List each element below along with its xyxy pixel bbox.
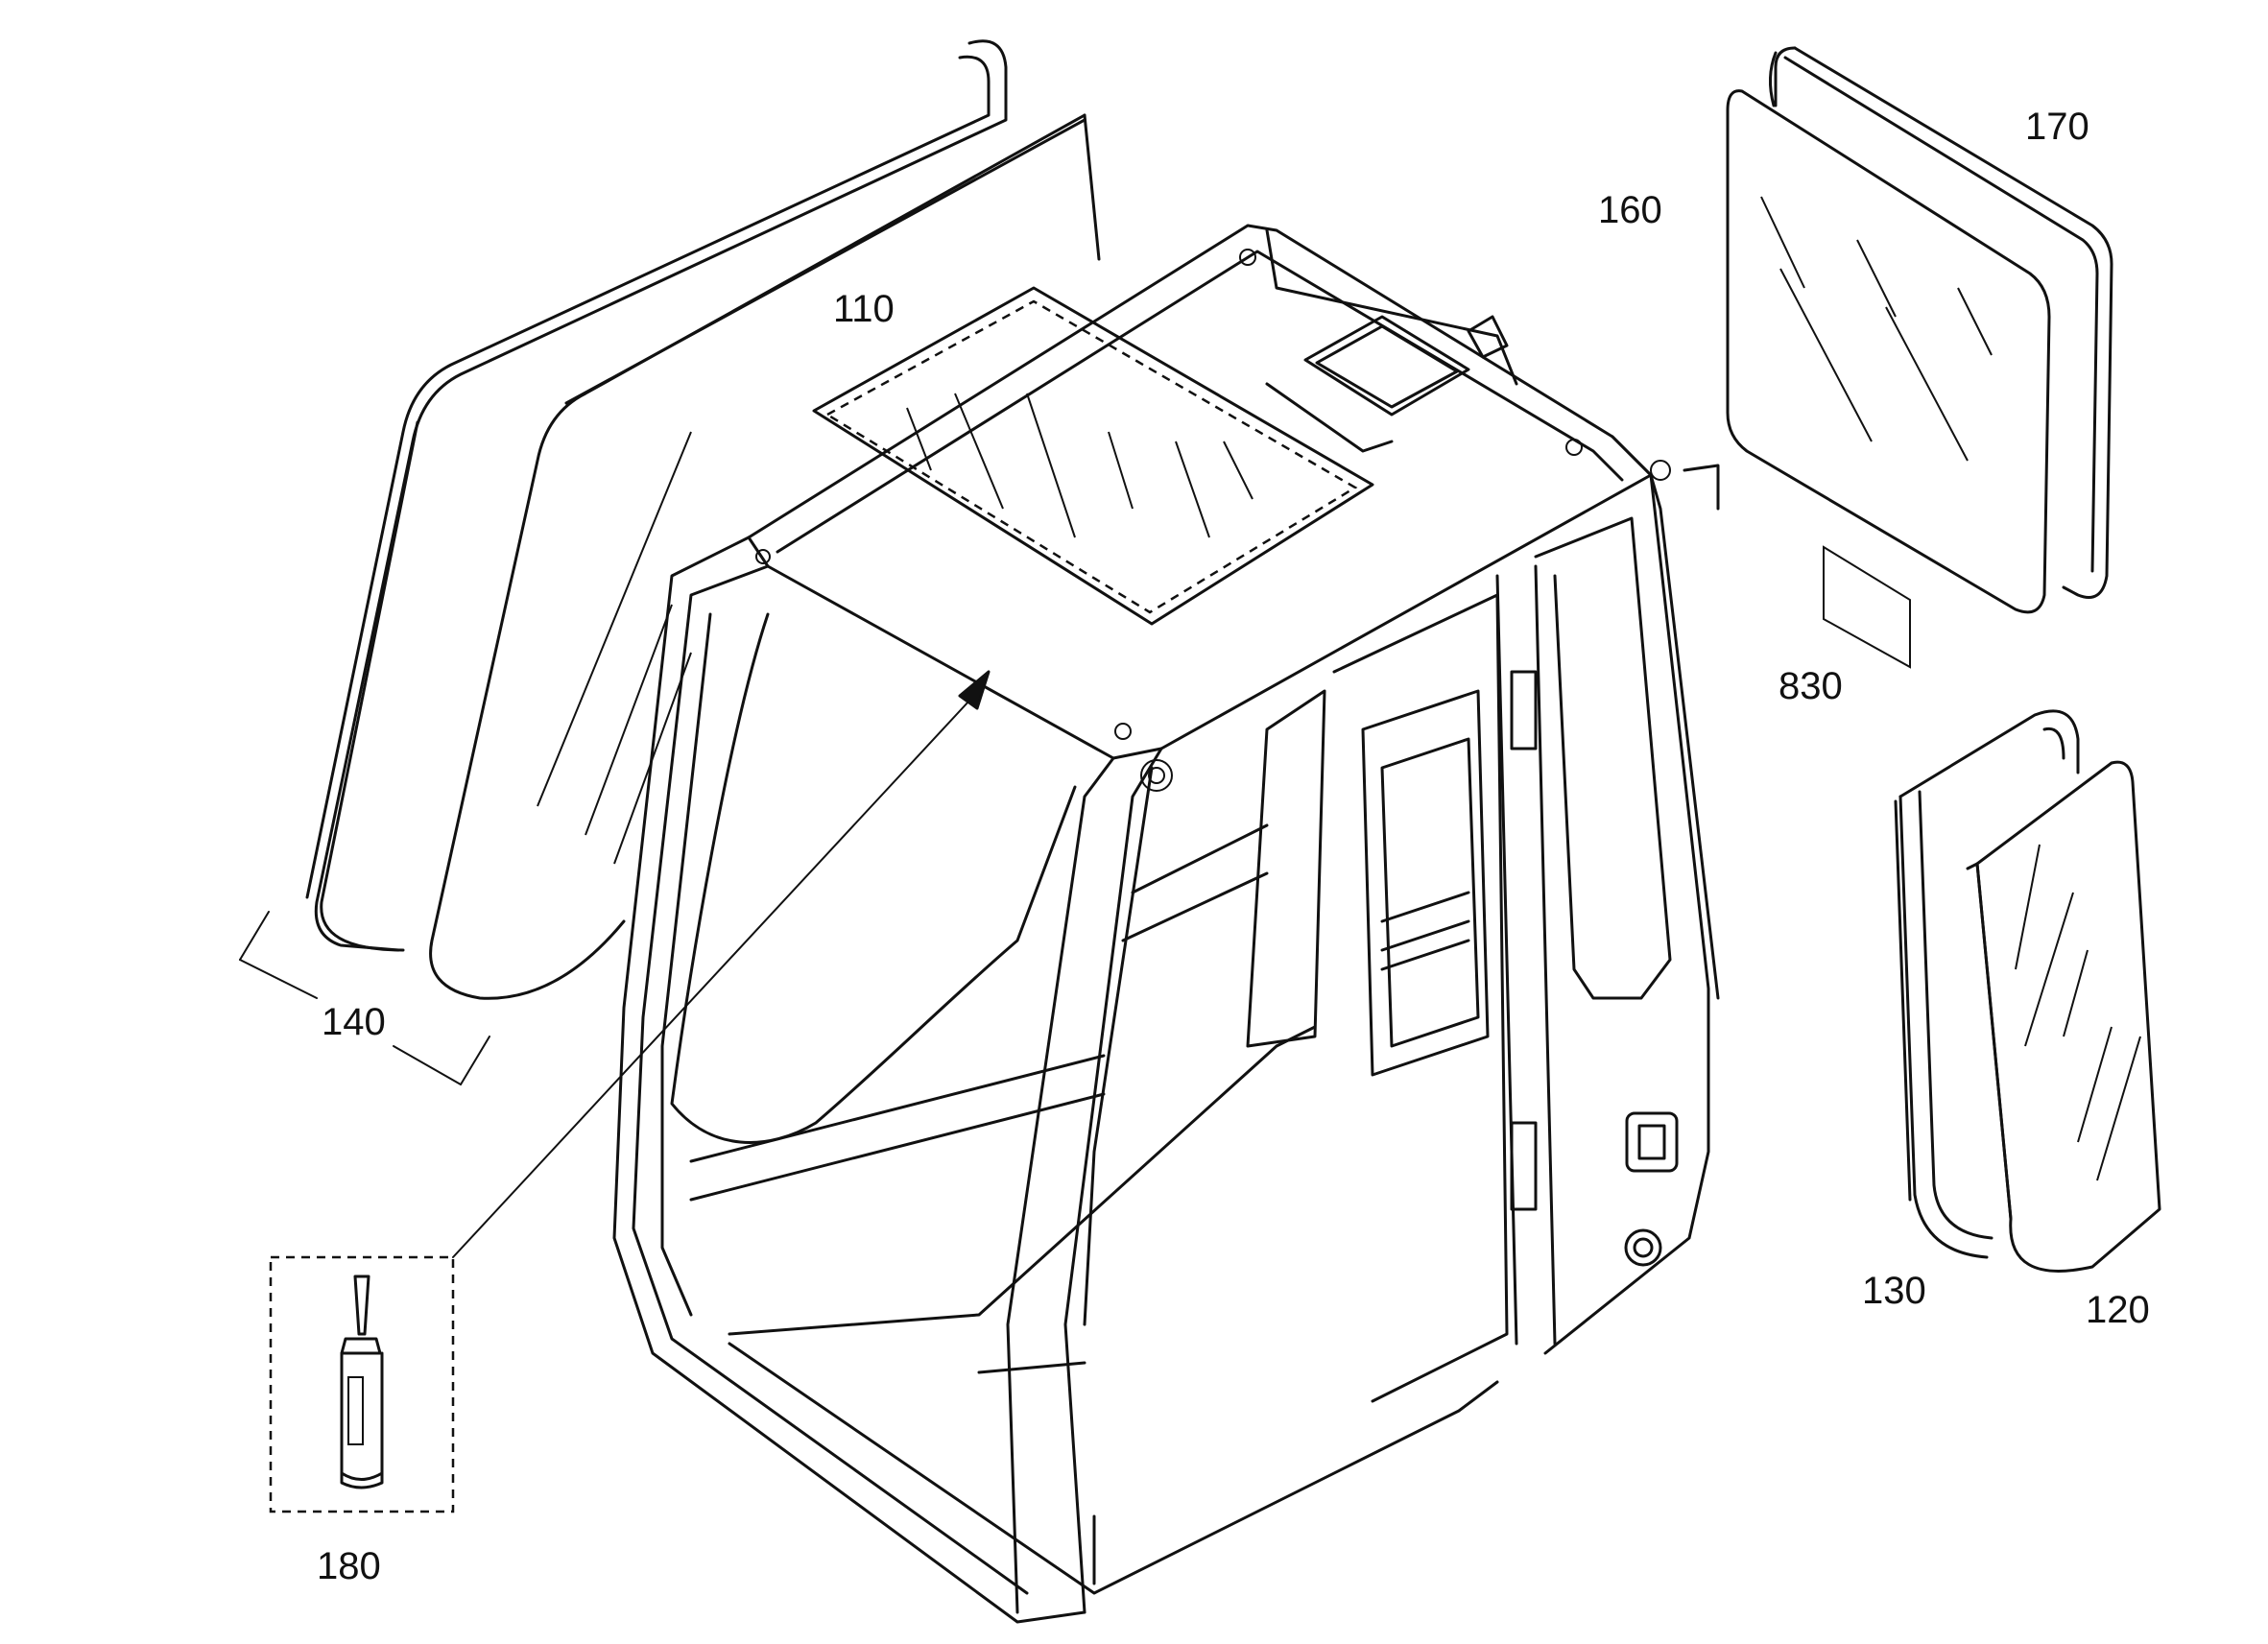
label-140: 140	[322, 1001, 386, 1043]
rear-glass-120	[1966, 760, 2161, 1273]
label-110: 110	[833, 288, 895, 330]
part-labels: 110 120 130 140 160 170 180 830	[317, 106, 2150, 1587]
label-160: 160	[1598, 189, 1662, 231]
side-seal-170	[1769, 46, 2113, 599]
label-120: 120	[2086, 1289, 2150, 1331]
rear-seal-130	[1894, 709, 2080, 1259]
cab-frame	[612, 224, 1720, 1624]
sticker-830	[1823, 545, 1911, 669]
front-glass-140	[239, 39, 1101, 1085]
label-130: 130	[1862, 1270, 1926, 1312]
label-180: 180	[317, 1545, 381, 1587]
side-glass-160	[1726, 89, 2051, 614]
sealant-tube-180	[269, 670, 991, 1513]
label-830: 830	[1779, 665, 1843, 707]
label-170: 170	[2025, 106, 2089, 148]
roof-glass-110	[812, 286, 1374, 626]
